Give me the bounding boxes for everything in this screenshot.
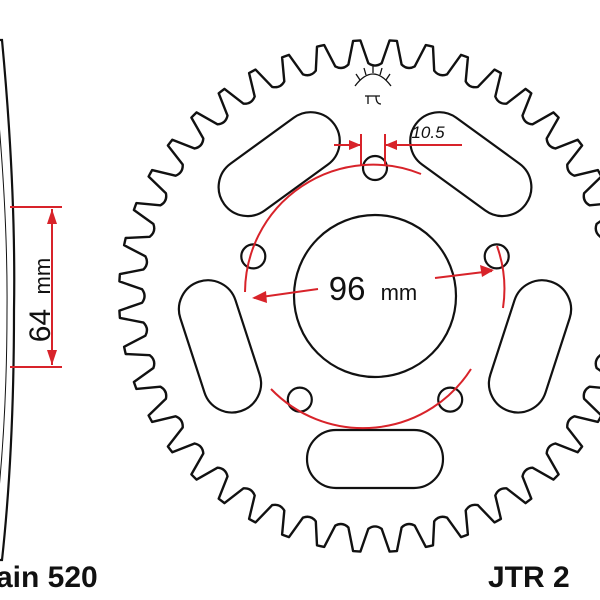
bolt-hole	[483, 243, 510, 270]
center-bore	[292, 213, 458, 379]
pcd-dimension: 96 mm	[244, 163, 506, 430]
logo-mark	[354, 73, 392, 87]
lightening-slot	[177, 279, 263, 414]
bolt-hole	[240, 243, 267, 270]
width-arrow-top	[47, 209, 57, 224]
lightening-slot-outline	[177, 279, 263, 414]
width-unit: mm	[30, 258, 55, 295]
lightening-slot-outline	[217, 111, 341, 218]
lightening-slot	[487, 279, 573, 414]
sprocket-face	[118, 39, 600, 553]
pcd-label: 96 mm	[329, 270, 418, 307]
bolt-hole-dimension: 10.5	[334, 123, 462, 165]
bolt-hole	[361, 154, 389, 182]
side-profile-inner	[0, 129, 8, 484]
lightening-slots	[177, 111, 573, 490]
pcd-value: 96	[329, 270, 366, 307]
lightening-slot	[217, 111, 341, 218]
bolt-hole	[286, 386, 313, 413]
bolt-hole	[437, 386, 464, 413]
width-value: 64	[24, 309, 57, 342]
lightening-slot-outline	[305, 428, 445, 490]
pcd-arc-right	[496, 245, 506, 309]
pcd-arc	[244, 163, 422, 293]
bolt-arrow-right	[385, 140, 397, 150]
chain-label: ain 520	[0, 561, 98, 594]
lightening-slot	[305, 428, 445, 490]
width-label: 64 mm	[24, 258, 57, 342]
part-number-label: JTR 2	[488, 561, 570, 594]
bolt-hole-label: 10.5	[411, 123, 445, 142]
lightening-slot-outline	[487, 279, 573, 414]
pcd-arc-lower	[270, 368, 472, 430]
pcd-unit: mm	[381, 280, 418, 305]
pcd-arrow-left	[252, 291, 267, 303]
lightening-slot	[409, 111, 533, 218]
width-dimension: 64 mm	[10, 206, 62, 368]
side-profile-outline	[0, 38, 16, 562]
lightening-slot-outline	[409, 111, 533, 218]
sprocket-side-profile	[0, 38, 16, 562]
pcd-arrow-right	[480, 265, 494, 277]
manufacturer-logo	[354, 66, 392, 105]
bolt-arrow-left	[349, 140, 361, 150]
sprocket-teeth-outline	[118, 39, 600, 553]
width-arrow-bottom	[47, 350, 57, 365]
